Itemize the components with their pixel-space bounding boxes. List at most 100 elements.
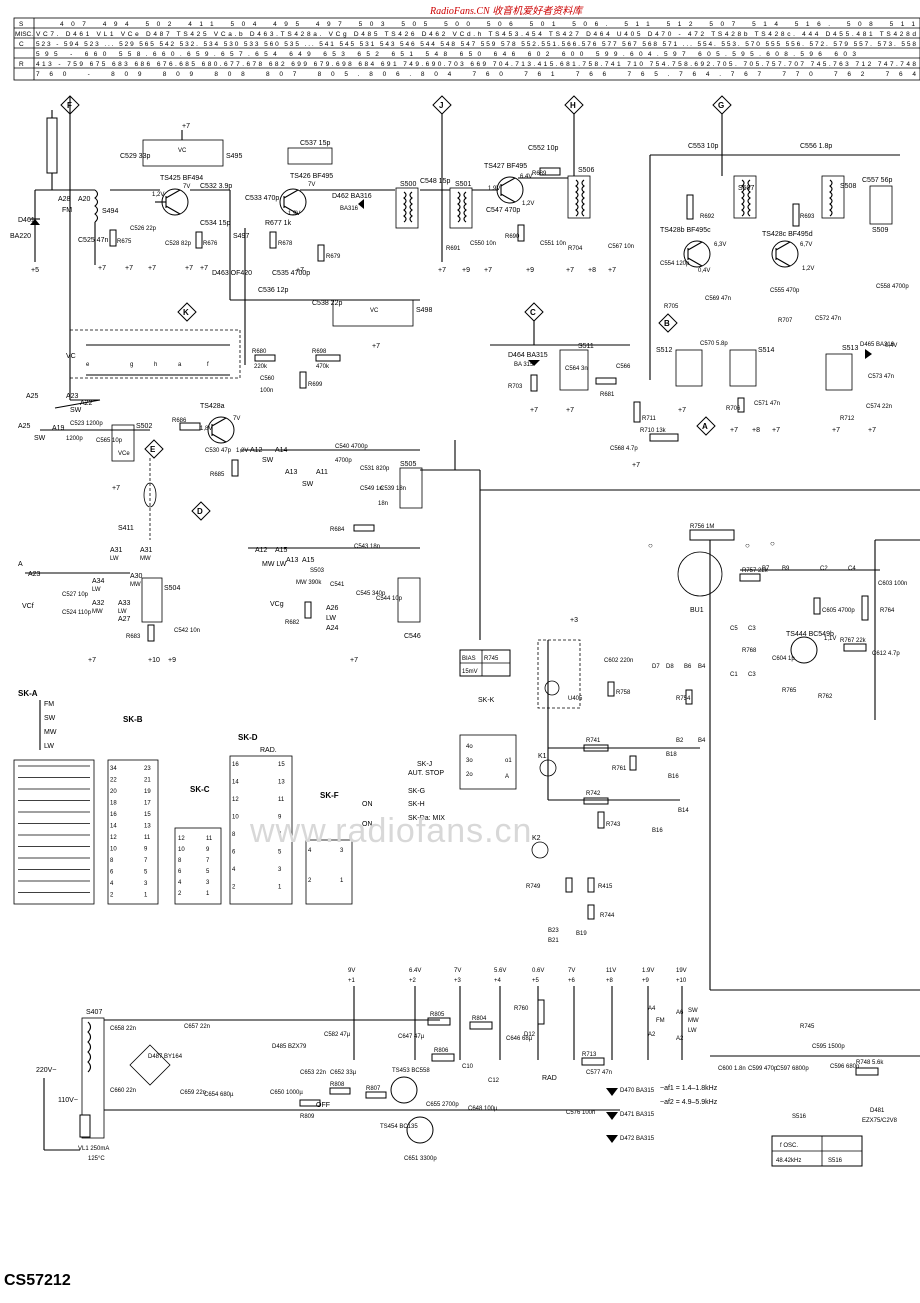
svg-text:C12: C12 — [488, 1078, 500, 1084]
svg-text:o1: o1 — [505, 758, 512, 764]
svg-text:+7: +7 — [868, 427, 876, 434]
svg-text:C603 100n: C603 100n — [878, 581, 907, 587]
svg-text:18n: 18n — [378, 501, 388, 507]
svg-text:A25: A25 — [26, 393, 39, 400]
svg-text:S504: S504 — [164, 585, 180, 592]
resistor-r711 — [633, 401, 641, 423]
svg-text:A28: A28 — [58, 196, 71, 203]
svg-text:MW: MW — [140, 556, 151, 562]
sk-b-pin: 22 — [110, 778, 117, 784]
svg-text:+8: +8 — [752, 427, 760, 434]
tape-head-icon — [544, 680, 560, 696]
svg-text:+7: +7 — [350, 657, 358, 664]
svg-text:C557 56p: C557 56p — [862, 177, 892, 184]
svg-text:C530 47p: C530 47p — [205, 448, 232, 454]
svg-text:B16: B16 — [668, 774, 679, 780]
resistor-r765 — [813, 597, 821, 615]
svg-text:K2: K2 — [532, 835, 541, 842]
svg-text:R806: R806 — [434, 1048, 449, 1054]
svg-text:D: D — [197, 507, 203, 516]
svg-text:R681: R681 — [600, 392, 615, 398]
sk-d-pin: 2 — [232, 885, 236, 891]
node-markers: F J H G K C B A E D — [60, 95, 732, 521]
svg-text:R744: R744 — [600, 913, 615, 919]
svg-text:4700p: 4700p — [335, 458, 352, 464]
svg-text:6,7V: 6,7V — [800, 242, 812, 248]
svg-text:LW: LW — [688, 1028, 697, 1034]
svg-text:C569 47n: C569 47n — [705, 296, 731, 302]
fuse-vl1-icon — [79, 1114, 91, 1138]
sk-f-pin: 3 — [340, 848, 344, 854]
svg-text:B9: B9 — [782, 566, 790, 572]
rail-number: +1 — [348, 978, 356, 984]
sk-b-pin: 11 — [144, 835, 151, 841]
svg-text:C555 470p: C555 470p — [770, 288, 800, 294]
rail-voltage: 11V — [606, 968, 616, 974]
svg-text:VCg: VCg — [270, 601, 284, 608]
svg-text:C595 1500p: C595 1500p — [812, 1044, 845, 1050]
rail-number: +10 — [676, 978, 687, 984]
resistor-r678 — [269, 231, 277, 249]
resistor-r703 — [530, 374, 538, 392]
vc-ab-box — [142, 139, 224, 167]
svg-text:C541: C541 — [330, 582, 345, 588]
svg-text:+9: +9 — [526, 267, 534, 274]
svg-text:R804: R804 — [472, 1016, 487, 1022]
svg-text:C660 22n: C660 22n — [110, 1088, 136, 1094]
resistor-r675 — [109, 229, 117, 247]
svg-text:RAD.: RAD. — [260, 747, 277, 754]
transformer-s500 — [395, 187, 419, 229]
svg-text:R692: R692 — [700, 214, 715, 220]
svg-text:C605 4700p: C605 4700p — [822, 608, 855, 614]
svg-text:C4: C4 — [848, 566, 856, 572]
header-c-row2: 595 - 660 558.660.659.657.654 649 653 65… — [36, 51, 856, 58]
rail-number: +6 — [568, 978, 576, 984]
resistor-r757 — [739, 573, 761, 582]
svg-text:+7: +7 — [296, 267, 304, 274]
svg-text:B7: B7 — [762, 566, 770, 572]
rail-number: +4 — [494, 978, 502, 984]
sk-c-pin: 10 — [178, 847, 185, 853]
coil-s504 — [141, 577, 163, 623]
svg-text:S501: S501 — [455, 181, 471, 188]
svg-text:15mV: 15mV — [462, 669, 478, 675]
svg-text:E: E — [150, 445, 156, 454]
socket-bu1-icon — [677, 551, 723, 597]
sk-d-pin: 9 — [278, 815, 282, 821]
svg-text:C570 5.8p: C570 5.8p — [700, 341, 728, 347]
svg-text:+7: +7 — [530, 407, 538, 414]
svg-text:K1: K1 — [538, 753, 547, 760]
transformer-s508 — [821, 175, 845, 219]
svg-text:R805: R805 — [430, 1012, 445, 1018]
resistor-r713 — [581, 1057, 605, 1066]
sk-c-pin: 5 — [206, 869, 210, 875]
watermark-logo: RadioFans.CN 收音机爱好者资料库 — [430, 6, 583, 17]
svg-text:U405: U405 — [568, 696, 583, 702]
resistor-r710 — [649, 433, 679, 442]
resistor-r806 — [431, 1053, 455, 1062]
svg-text:D470 BA315: D470 BA315 — [620, 1088, 655, 1094]
am-section: A25 A23 A22 SW A25 SW A19 C523 1200p 120… — [18, 393, 481, 664]
svg-text:C572 47n: C572 47n — [815, 316, 841, 322]
svg-text:A31: A31 — [140, 547, 153, 554]
svg-text:R712: R712 — [840, 416, 855, 422]
sk-b-pin: 14 — [110, 824, 117, 830]
svg-text:SW: SW — [70, 407, 82, 414]
svg-text:B4: B4 — [698, 738, 706, 744]
svg-text:MW: MW — [688, 1018, 699, 1024]
svg-text:OFF: OFF — [316, 1102, 330, 1109]
svg-text:S505: S505 — [400, 461, 416, 468]
svg-text:C539 18n: C539 18n — [380, 486, 406, 492]
svg-text:C604 1p: C604 1p — [772, 656, 795, 662]
svg-text:LW: LW — [92, 587, 101, 593]
transistor-ts428a-icon — [207, 416, 235, 444]
svg-text:R686: R686 — [172, 418, 187, 424]
svg-text:C602 220n: C602 220n — [604, 658, 633, 664]
svg-text:C550 10n: C550 10n — [470, 241, 496, 247]
resistor-r756 — [689, 529, 735, 541]
svg-text:C567 10n: C567 10n — [608, 244, 634, 250]
svg-text:R713: R713 — [582, 1052, 597, 1058]
diode-d464-icon — [528, 360, 540, 366]
sk-b-pin: 15 — [144, 812, 151, 818]
